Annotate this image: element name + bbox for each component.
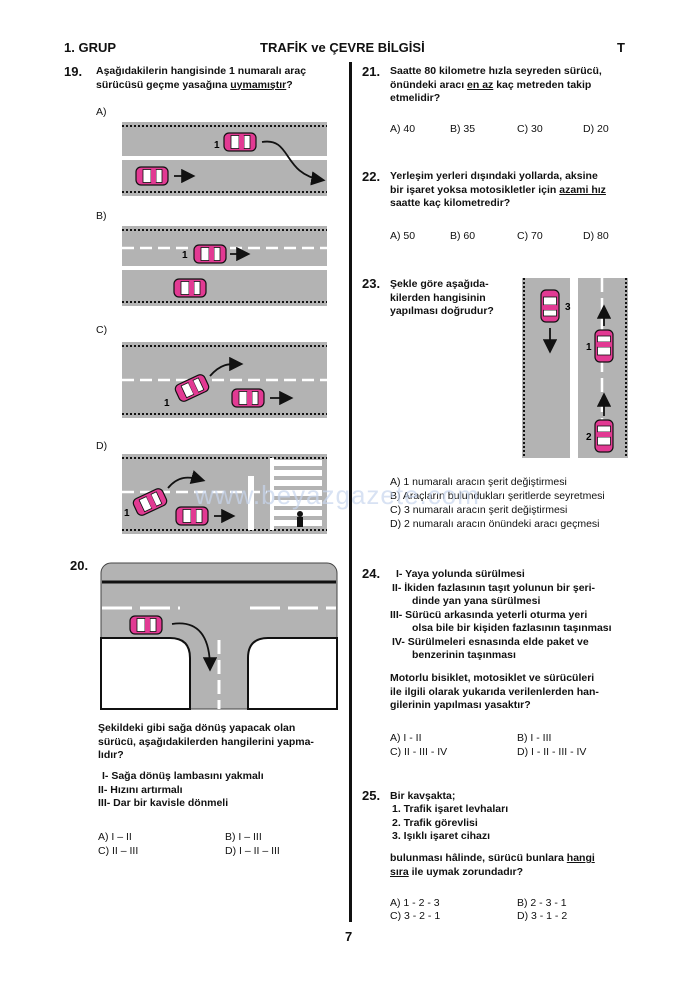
- q19-option-d[interactable]: D): [96, 440, 108, 452]
- q22-number: 22.: [362, 169, 381, 184]
- q25-number: 25.: [362, 788, 381, 803]
- page-number: 7: [345, 929, 353, 944]
- q25-text: bulunması hâlinde, sürücü bunlara hangi …: [390, 852, 595, 878]
- q19-text: Aşağıdakilerin hangisinde 1 numaralı ara…: [96, 65, 307, 91]
- svg-text:1: 1: [164, 398, 170, 409]
- q22-text: Yerleşim yerleri dışındaki yollarda, aks…: [390, 170, 606, 209]
- q19-number: 19.: [64, 64, 83, 79]
- q20-option-c[interactable]: C) II – III: [98, 845, 139, 857]
- q23-number: 23.: [362, 276, 381, 291]
- q23-option-b[interactable]: B) Araçların bulundukları şeritlerde sey…: [390, 490, 605, 502]
- q20-option-b[interactable]: B) I – III: [225, 831, 262, 843]
- q24-text: Motorlu bisiklet, motosiklet ve sürücüle…: [390, 672, 599, 711]
- q19-option-b[interactable]: B): [96, 210, 107, 222]
- svg-text:1: 1: [214, 140, 220, 151]
- q21-number: 21.: [362, 64, 381, 79]
- q24-option-a[interactable]: A) I - II: [390, 732, 422, 744]
- q19-figure-a: 1: [122, 112, 327, 204]
- q23-option-d[interactable]: D) 2 numaralı aracın önündeki aracı geçm…: [390, 518, 600, 530]
- q21-option-b[interactable]: B) 35: [450, 123, 476, 135]
- q19-option-c[interactable]: C): [96, 324, 108, 336]
- q20-number: 20.: [70, 558, 89, 573]
- q21-option-a[interactable]: A) 40: [390, 123, 416, 135]
- svg-text:1: 1: [586, 342, 592, 353]
- q25-items: 1. Trafik işaret levhaları 2. Trafik gör…: [392, 803, 509, 842]
- svg-text:1: 1: [124, 508, 130, 519]
- q19-option-a[interactable]: A): [96, 106, 107, 118]
- q25-option-c[interactable]: C) 3 - 2 - 1: [390, 910, 441, 922]
- svg-text:3: 3: [565, 302, 571, 313]
- q24-items: I- Yaya yolunda sürülmesi II- İkiden faz…: [390, 568, 612, 661]
- q23-figure: 3 1 2: [520, 278, 630, 458]
- q21-option-c[interactable]: C) 30: [517, 123, 543, 135]
- q22-option-b[interactable]: B) 60: [450, 230, 476, 242]
- q20-option-a[interactable]: A) I – II: [98, 831, 132, 843]
- column-divider: [349, 62, 352, 922]
- page-title: TRAFİK ve ÇEVRE BİLGİSİ: [260, 40, 425, 55]
- q24-option-d[interactable]: D) I - II - III - IV: [517, 746, 587, 758]
- q19-figure-d: 1: [122, 454, 327, 534]
- svg-text:2: 2: [586, 432, 592, 443]
- q22-option-a[interactable]: A) 50: [390, 230, 416, 242]
- q25-intro: Bir kavşakta;: [390, 790, 456, 802]
- q24-number: 24.: [362, 566, 381, 581]
- q24-option-c[interactable]: C) II - III - IV: [390, 746, 448, 758]
- watermark: www.beyazgazete.com: [195, 480, 480, 510]
- q20-figure: [100, 562, 338, 710]
- q21-text: Saatte 80 kilometre hızla seyreden sürüc…: [390, 65, 602, 104]
- q24-option-b[interactable]: B) I - III: [517, 732, 552, 744]
- svg-text:1: 1: [182, 250, 188, 261]
- q20-items: I- Sağa dönüş lambasını yakmalı II- Hızı…: [98, 770, 264, 809]
- q22-option-c[interactable]: C) 70: [517, 230, 543, 242]
- q19-figure-b: 1: [122, 226, 327, 306]
- q20-text: Şekildeki gibi sağa dönüş yapacak olan s…: [98, 722, 314, 761]
- q25-option-a[interactable]: A) 1 - 2 - 3: [390, 897, 440, 909]
- q25-option-d[interactable]: D) 3 - 1 - 2: [517, 910, 568, 922]
- q25-option-b[interactable]: B) 2 - 3 - 1: [517, 897, 567, 909]
- q20-option-d[interactable]: D) I – II – III: [225, 845, 280, 857]
- q19-figure-c: 1: [122, 342, 327, 418]
- q23-option-a[interactable]: A) 1 numaralı aracın şerit değiştirmesi: [390, 476, 567, 488]
- exam-code: T: [617, 40, 625, 55]
- q23-text: Şekle göre aşağıda- kilerden hangisinin …: [390, 278, 494, 317]
- q23-option-c[interactable]: C) 3 numaralı aracın şerit değiştirmesi: [390, 504, 568, 516]
- group-label: 1. GRUP: [64, 40, 117, 55]
- q21-option-d[interactable]: D) 20: [583, 123, 609, 135]
- q22-option-d[interactable]: D) 80: [583, 230, 609, 242]
